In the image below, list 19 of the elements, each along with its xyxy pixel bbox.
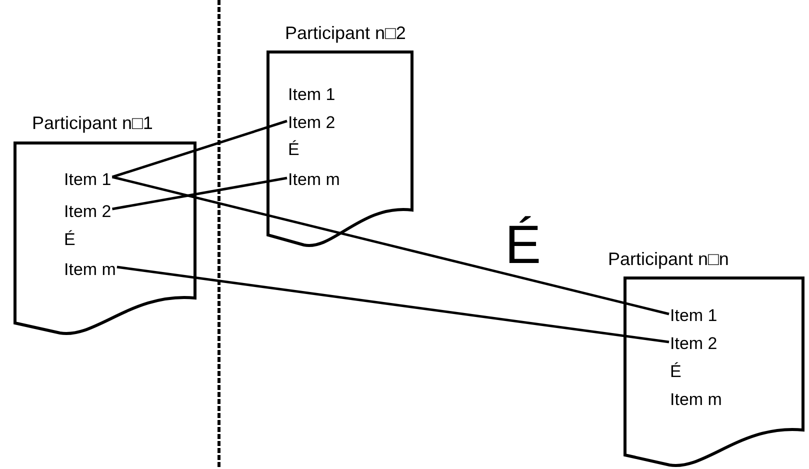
connector-line [112,120,288,178]
list-item-text: Item m [64,260,116,280]
list-item-text: Item m [670,390,722,410]
participant-heading: Participant n□1 [32,112,153,134]
participant-heading: Participant n□2 [285,22,406,44]
connector-line [112,176,670,316]
list-item-text: Item 2 [288,113,336,133]
list-item-text: É [670,362,682,382]
list-item-text: É [288,140,300,160]
ellipsis-label: É [505,218,542,272]
connector-line [116,266,670,344]
list-item-text: Item 1 [64,170,112,190]
list-item-text: Item 1 [670,306,718,326]
list-item-text: Item 1 [288,85,336,105]
participant-heading: Participant n□n [608,248,729,270]
list-item-text: É [64,230,76,250]
list-item-text: Item 2 [670,334,718,354]
list-item-text: Item m [288,170,340,190]
list-item-text: Item 2 [64,202,112,222]
